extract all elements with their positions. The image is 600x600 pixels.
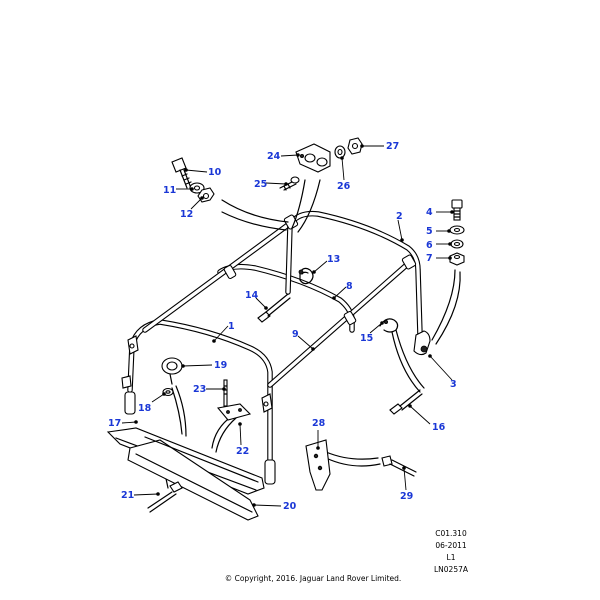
callout-11: 11 <box>163 185 176 196</box>
callout-13: 13 <box>327 254 340 265</box>
washer-11 <box>189 182 205 194</box>
callout-18: 18 <box>138 403 152 414</box>
stud-29 <box>381 455 417 477</box>
callout-16: 16 <box>432 422 446 433</box>
bolt-10 <box>171 157 192 189</box>
callout-24: 24 <box>267 151 281 162</box>
nut-27 <box>347 137 363 155</box>
rear-body-rail <box>106 427 265 521</box>
plate-22 <box>216 403 252 421</box>
drawing-ref: LN0257A <box>434 565 469 574</box>
callout-4: 4 <box>426 207 433 218</box>
washer-26 <box>334 145 346 159</box>
washer-6 <box>450 239 464 249</box>
callout-2: 2 <box>396 211 403 222</box>
callout-8: 8 <box>346 281 353 292</box>
fastener-21 <box>147 481 183 513</box>
callout-20: 20 <box>283 501 297 512</box>
callout-19: 19 <box>214 360 227 371</box>
callout-27: 27 <box>386 141 399 152</box>
callout-numbers: 1 2 3 4 5 6 7 8 9 10 11 12 13 14 15 16 1… <box>108 141 457 512</box>
callout-28: 28 <box>312 418 326 429</box>
washer-5 <box>449 225 465 235</box>
callout-17: 17 <box>108 418 121 429</box>
shackle-13 <box>298 267 314 285</box>
callout-29: 29 <box>400 491 413 502</box>
callout-22: 22 <box>236 446 249 457</box>
canvas-lines <box>157 179 461 489</box>
drawing-code: C01.310 <box>435 529 467 538</box>
callout-25: 25 <box>254 179 267 190</box>
bracket-24 <box>295 143 331 173</box>
callout-26: 26 <box>337 181 351 192</box>
nut-7 <box>449 252 465 266</box>
drawing-level: L1 <box>447 553 456 562</box>
hood-frame <box>121 210 431 485</box>
callout-21: 21 <box>121 490 134 501</box>
callout-14: 14 <box>245 290 259 301</box>
callout-1: 1 <box>228 321 235 332</box>
callout-3: 3 <box>450 379 457 390</box>
bracket-28 <box>305 439 331 491</box>
drawing-info: C01.310 06-2011 L1 LN0257A <box>434 529 469 574</box>
leader-lines <box>121 144 454 507</box>
fastener-19 <box>161 357 183 385</box>
callout-5: 5 <box>426 226 433 237</box>
fastener-14 <box>257 293 291 323</box>
callout-23: 23 <box>193 384 206 395</box>
bolt-4 <box>451 199 463 221</box>
stud-23 <box>223 379 228 407</box>
callout-9: 9 <box>292 329 299 340</box>
screw-25 <box>279 176 300 191</box>
stud-16 <box>389 389 423 415</box>
callout-7: 7 <box>426 253 433 264</box>
callout-10: 10 <box>208 167 222 178</box>
callout-12: 12 <box>180 209 193 220</box>
copyright-text: © Copyright, 2016. Jaguar Land Rover Lim… <box>225 574 402 583</box>
callout-6: 6 <box>426 240 433 251</box>
callout-15: 15 <box>360 333 373 344</box>
clip-15 <box>379 318 399 333</box>
drawing-date: 06-2011 <box>435 541 467 550</box>
